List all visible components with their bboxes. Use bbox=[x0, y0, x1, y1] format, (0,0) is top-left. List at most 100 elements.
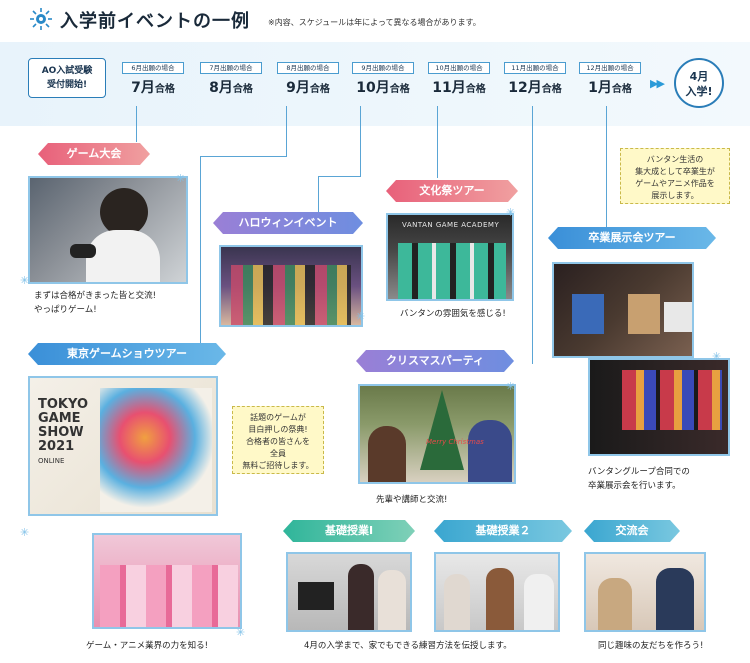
sparkle-icon: ✳ bbox=[506, 206, 516, 219]
connector-line bbox=[200, 156, 287, 157]
photo-festival: VANTAN GAME ACADEMY bbox=[386, 213, 514, 301]
step-tag: 12月出願の場合 bbox=[579, 62, 641, 74]
person bbox=[468, 420, 512, 482]
costume-group bbox=[231, 265, 351, 325]
sparkle-icon: ✳ bbox=[20, 526, 30, 539]
festival-sign: VANTAN GAME ACADEMY bbox=[402, 221, 500, 229]
sparkle-icon: ✳ bbox=[506, 380, 516, 393]
person bbox=[444, 574, 470, 630]
photo-halloween bbox=[219, 245, 363, 327]
step-tag: 10月出願の場合 bbox=[428, 62, 490, 74]
person bbox=[598, 578, 632, 630]
sparkle-icon: ✳ bbox=[356, 310, 366, 323]
mural-art bbox=[100, 388, 212, 512]
caption-exchange: 同じ趣味の友だちを作ろう! bbox=[598, 641, 704, 651]
ribbon-basic-class-1: 基礎授業Ⅰ bbox=[283, 520, 415, 542]
timeline-step: 12月出願の場合 1月合格 bbox=[575, 62, 645, 97]
photo-basic-class-1 bbox=[286, 552, 412, 632]
step-tag: 8月出願の場合 bbox=[277, 62, 339, 74]
page-title: 入学前イベントの一例 bbox=[60, 11, 250, 32]
artwork-panel bbox=[628, 294, 660, 334]
sparkle-icon: ✳ bbox=[712, 350, 722, 363]
step-month: 10月合格 bbox=[356, 80, 410, 96]
person-body bbox=[86, 230, 160, 282]
photo-christmas: Merry Christmas bbox=[358, 384, 516, 484]
ao-line1: AO入試受験 bbox=[41, 66, 93, 76]
caption-graduation-2: 卒業展示会を行います。 bbox=[588, 481, 681, 491]
caption-graduation-1: バンタングループ合同での bbox=[588, 467, 690, 477]
april-entry-circle: 4月 入学! bbox=[674, 58, 724, 108]
sparkle-icon: ✳ bbox=[176, 172, 186, 185]
step-month: 7月合格 bbox=[131, 80, 175, 96]
connector-line bbox=[318, 176, 319, 212]
connector-line bbox=[437, 106, 438, 178]
timeline-step: 6月出願の場合 7月合格 bbox=[118, 62, 188, 97]
step-tag: 11月出願の場合 bbox=[504, 62, 566, 74]
caption-festival: バンタンの雰囲気を感じる! bbox=[400, 309, 506, 319]
photo-basic-class-2 bbox=[434, 552, 560, 632]
caption-christmas: 先輩や講師と交流! bbox=[376, 495, 448, 505]
christmas-sign: Merry Christmas bbox=[426, 438, 484, 446]
timeline-step: 10月出願の場合 11月合格 bbox=[424, 62, 494, 97]
timeline-band bbox=[0, 42, 750, 126]
step-month: 8月合格 bbox=[209, 80, 253, 96]
ao-line2: 受付開始! bbox=[46, 80, 88, 90]
connector-line bbox=[318, 176, 361, 177]
controller-icon bbox=[70, 244, 96, 258]
schedule-note: ※内容、スケジュールは年によって異なる場合があります。 bbox=[268, 18, 481, 27]
artwork-panel bbox=[572, 294, 604, 334]
ribbon-basic-class-2: 基礎授業２ bbox=[434, 520, 572, 542]
photo-graduation-1 bbox=[552, 262, 694, 358]
photo-exchange bbox=[584, 552, 706, 632]
step-month: 11月合格 bbox=[432, 80, 486, 96]
ribbon-halloween: ハロウィンイベント bbox=[213, 212, 363, 234]
april-line2: 入学! bbox=[685, 85, 713, 98]
photo-game-tournament bbox=[28, 176, 188, 284]
ribbon-tokyo-game-show: 東京ゲームショウツアー bbox=[28, 343, 226, 365]
group-people bbox=[100, 565, 238, 627]
person bbox=[656, 568, 694, 630]
play-arrows-icon: ▶▶ bbox=[650, 77, 665, 90]
april-line1: 4月 bbox=[689, 70, 709, 83]
note-tokyo-game-show: 話題のゲームが 目白押しの祭典! 合格者の皆さんを 全員 無料ご招待します。 bbox=[232, 406, 324, 474]
person-head bbox=[100, 188, 148, 236]
step-month: 12月合格 bbox=[508, 80, 562, 96]
timeline-step: 11月出願の場合 12月合格 bbox=[500, 62, 570, 97]
ribbon-christmas: クリスマスパーティ bbox=[356, 350, 514, 372]
step-month: 1月合格 bbox=[588, 80, 632, 96]
step-tag: 9月出願の場合 bbox=[352, 62, 414, 74]
timeline-step: 7月出願の場合 8月合格 bbox=[196, 62, 266, 97]
person bbox=[368, 426, 406, 482]
ribbon-exchange: 交流会 bbox=[584, 520, 680, 542]
person bbox=[486, 568, 514, 630]
person bbox=[524, 574, 554, 630]
photo-tokyo-game-show: TOKYO GAME SHOW 2021 ONLINE bbox=[28, 376, 218, 516]
monitor-icon bbox=[298, 582, 334, 610]
caption-game-2: やっぱりゲーム! bbox=[34, 305, 97, 315]
person bbox=[348, 564, 374, 630]
students-group bbox=[398, 243, 506, 299]
tgs-sign: TOKYO GAME SHOW 2021 ONLINE bbox=[38, 397, 88, 466]
timeline-step: 9月出願の場合 10月合格 bbox=[348, 62, 418, 97]
ao-start-box: AO入試受験 受付開始! bbox=[28, 58, 106, 98]
connector-line bbox=[606, 106, 607, 230]
artwork-panel bbox=[664, 302, 692, 332]
compass-icon bbox=[30, 8, 52, 30]
connector-line bbox=[360, 106, 361, 176]
connector-line bbox=[200, 156, 201, 346]
ribbon-graduation: 卒業展示会ツアー bbox=[548, 227, 716, 249]
connector-line bbox=[136, 106, 137, 142]
christmas-tree bbox=[420, 390, 464, 470]
photo-graduation-2 bbox=[588, 358, 730, 456]
caption-basic-classes: 4月の入学まで、家でもできる練習方法を伝授します。 bbox=[304, 641, 512, 651]
ribbon-festival: 文化祭ツアー bbox=[386, 180, 518, 202]
caption-game-1: まずは合格がきまった皆と交流! bbox=[34, 291, 157, 301]
exhibit-wall bbox=[622, 370, 722, 430]
step-tag: 7月出願の場合 bbox=[200, 62, 262, 74]
sparkle-icon: ✳ bbox=[20, 274, 30, 287]
ribbon-game-tournament: ゲーム大会 bbox=[38, 143, 150, 165]
sparkle-icon: ✳ bbox=[236, 626, 246, 639]
step-tag: 6月出願の場合 bbox=[122, 62, 184, 74]
connector-line bbox=[532, 106, 533, 364]
photo-tokyo-game-show-group bbox=[92, 533, 242, 629]
